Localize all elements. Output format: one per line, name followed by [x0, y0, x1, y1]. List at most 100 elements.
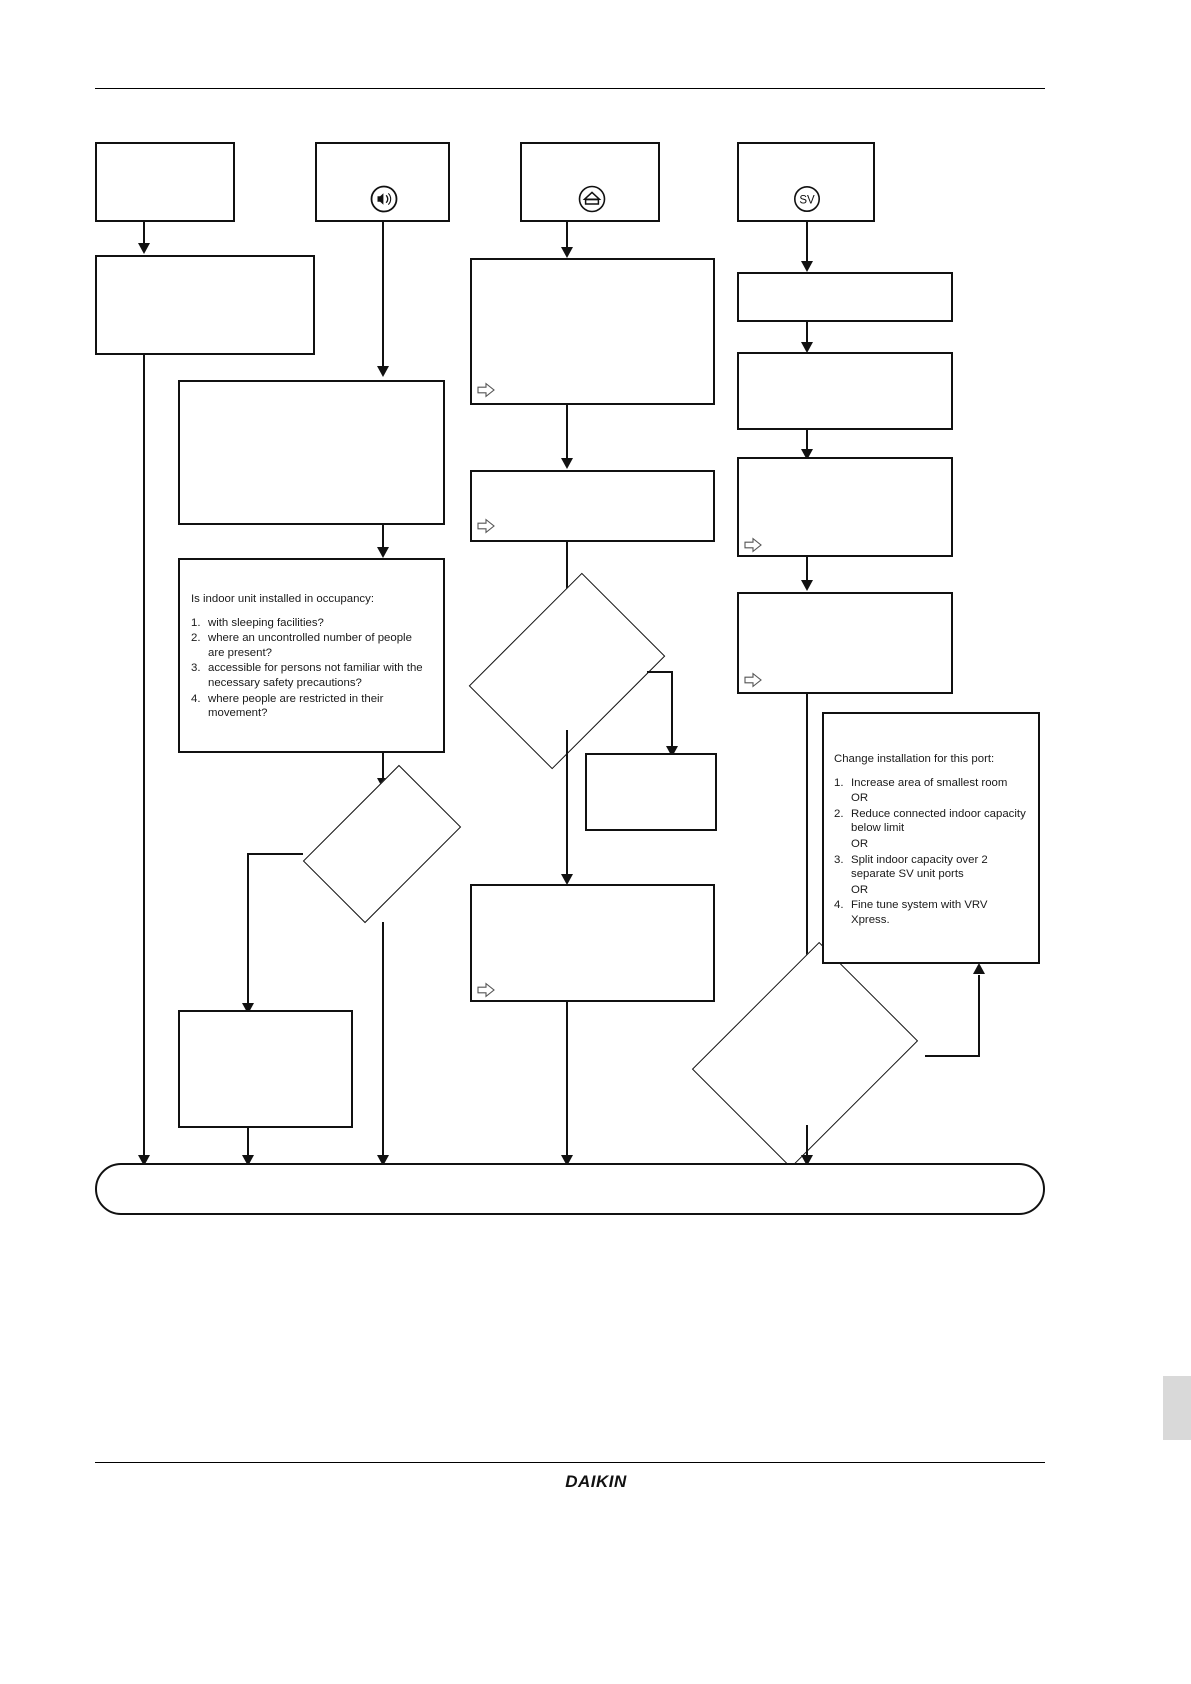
arrowhead-a2-terminal: [138, 1155, 150, 1166]
flow-box-c2: [470, 470, 715, 542]
change-installation-text: Change installation for this port: 1. In…: [827, 752, 1035, 929]
list-item-number: 1.: [834, 776, 844, 789]
arrowhead-c4-terminal: [561, 1155, 573, 1166]
decision-left: [302, 764, 462, 924]
header-rule: [95, 88, 1045, 89]
terminal-end: [95, 1163, 1045, 1215]
arrowhead-d1-d2: [801, 342, 813, 353]
list-item-number: 4.: [191, 692, 201, 705]
sv-circle-icon: SV: [792, 184, 822, 214]
flow-box-a2: [95, 255, 315, 355]
connector-loop-up: [978, 975, 980, 1055]
flow-box-sound: [315, 142, 450, 222]
list-item-number: 2.: [834, 807, 844, 820]
connector-decision-left-down: [382, 922, 384, 1160]
list-item: 2. where an uncontrolled number of peopl…: [191, 631, 431, 660]
note-arrow-icon: [744, 672, 762, 688]
decision-right: [685, 941, 925, 1169]
footer-rule: [95, 1462, 1045, 1463]
note-arrow-icon: [477, 518, 495, 534]
flow-box-occupancy-check: [178, 558, 445, 753]
arrowhead-sv-d1: [801, 261, 813, 272]
connector-b2-occupancy: [382, 525, 384, 555]
list-item-number: [834, 837, 851, 852]
connector-sound-b2: [382, 222, 384, 370]
connector-a1-a2: [143, 222, 145, 246]
arrowhead-vent-c1: [561, 247, 573, 258]
list-item-body: OR: [851, 837, 869, 850]
ventilation-icon: [577, 184, 607, 214]
list-item-body: Split indoor capacity over 2 separate SV…: [851, 853, 988, 881]
daikin-logo: DAIKIN: [541, 1470, 651, 1492]
connector-d3-d4: [806, 557, 808, 587]
connector-decision-right-terminal: [806, 1125, 808, 1160]
flow-box-a1: [95, 142, 235, 222]
note-arrow-icon: [477, 982, 495, 998]
speaker-sound-icon: [369, 184, 399, 214]
list-item-body: with sleeping facilities?: [208, 616, 324, 629]
list-item: OR: [834, 883, 1028, 898]
list-item-body: Reduce connected indoor capacity below l…: [851, 807, 1026, 835]
occupancy-check-list: 1. with sleeping facilities? 2. where an…: [191, 616, 431, 721]
arrowhead-a1-a2: [138, 243, 150, 254]
list-item: OR: [834, 791, 1028, 806]
connector-c1-c2: [566, 405, 568, 467]
svg-text:DAIKIN: DAIKIN: [565, 1472, 627, 1491]
flow-box-d2: [737, 352, 953, 430]
arrowhead-e1-terminal: [242, 1155, 254, 1166]
flow-box-d3: [737, 457, 953, 557]
list-item: 1. Increase area of smallest room: [834, 776, 1028, 791]
arrowhead-sound-b2: [377, 366, 389, 377]
decision-mid: [468, 572, 666, 770]
arrowhead-decision-right-terminal: [801, 1155, 813, 1166]
connector-occupancy-decision: [382, 753, 384, 786]
list-item-body: where people are restricted in their mov…: [208, 692, 384, 720]
list-item: 3. accessible for persons not familiar w…: [191, 661, 431, 690]
flow-box-c3: [585, 753, 717, 831]
arrowhead-decision-left-down: [377, 1155, 389, 1166]
connector-a2-terminal: [143, 355, 145, 1160]
arrowhead-loop-up: [973, 963, 985, 974]
arrowhead-decision-mid-right: [666, 746, 678, 757]
list-item-number: [834, 883, 851, 898]
arrowhead-decision-left-side: [242, 1003, 254, 1014]
list-item-body: Increase area of smallest room: [851, 776, 1008, 789]
connector-d2-d3: [806, 430, 808, 456]
flow-box-d4: [737, 592, 953, 694]
flow-box-c1: [470, 258, 715, 405]
connector-vent-c1: [566, 222, 568, 255]
list-item-body: where an uncontrolled number of people a…: [208, 632, 412, 659]
connector-decision-mid-right: [647, 671, 672, 673]
flow-box-b2: [178, 380, 445, 525]
list-item: 2. Reduce connected indoor capacity belo…: [834, 807, 1028, 836]
connector-d4-decision-right: [806, 694, 808, 984]
connector-sv-d1: [806, 222, 808, 270]
note-arrow-icon: [477, 382, 495, 398]
list-item-number: 3.: [834, 853, 844, 866]
arrowhead-decision-mid-down: [561, 874, 573, 885]
list-item: 1. with sleeping facilities?: [191, 616, 431, 631]
list-item: OR: [834, 837, 1028, 852]
flow-box-e1: [178, 1010, 353, 1128]
arrowhead-d3-d4: [801, 580, 813, 591]
flow-box-ventilation: [520, 142, 660, 222]
connector-decision-left-side: [247, 853, 303, 855]
occupancy-check-lead: Is indoor unit installed in occupancy:: [191, 593, 374, 605]
list-item-body: OR: [851, 883, 869, 896]
list-item-number: [834, 791, 851, 806]
list-item: 3. Split indoor capacity over 2 separate…: [834, 853, 1028, 882]
arrowhead-b2-occupancy: [377, 547, 389, 558]
list-item-number: 1.: [191, 616, 201, 629]
list-item-body: Fine tune system with VRV Xpress.: [851, 899, 988, 926]
connector-e1-terminal: [247, 1128, 249, 1160]
page-edge-tab: [1163, 1376, 1191, 1440]
flow-box-change-installation: [822, 712, 1040, 964]
flow-box-sv: SV: [737, 142, 875, 222]
arrowhead-c1-c2: [561, 458, 573, 469]
arrowhead-d2-d3: [801, 449, 813, 460]
list-item-body: accessible for persons not familiar with…: [208, 662, 423, 689]
connector-c4-terminal: [566, 1002, 568, 1160]
occupancy-check-text: Is indoor unit installed in occupancy: 1…: [183, 592, 439, 722]
list-item-number: 2.: [191, 632, 201, 645]
list-item: 4. where people are restricted in their …: [191, 692, 431, 721]
